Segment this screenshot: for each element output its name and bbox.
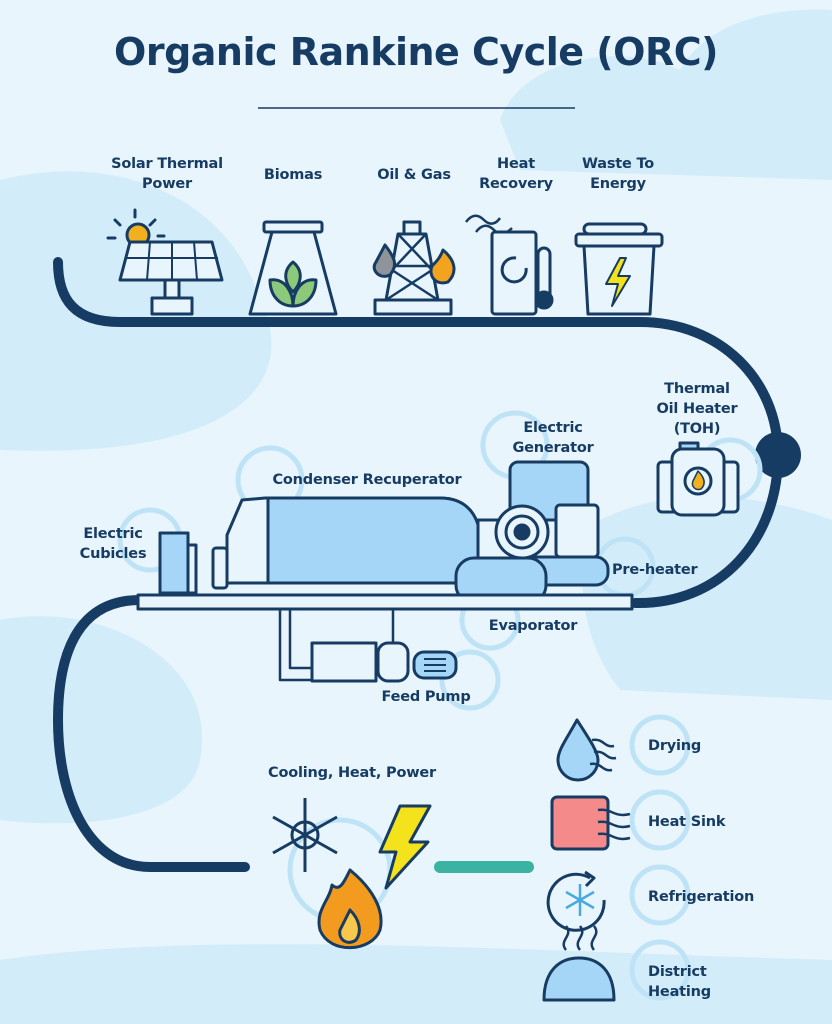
heat-recovery-icon [465, 214, 554, 316]
outputs-title: Cooling, Heat, Power [268, 765, 436, 781]
orc-machine [136, 460, 634, 683]
refrigeration-icon [546, 870, 606, 932]
label-pre-heater: Pre-heater [612, 562, 698, 578]
lightning-icon [378, 804, 432, 890]
snowflake-icon [272, 798, 338, 872]
label-feed-pump: Feed Pump [381, 689, 471, 705]
oil-rig-icon [372, 220, 456, 316]
district-heating-icon [542, 925, 616, 1002]
solar-panel-icon [106, 208, 224, 316]
cycle-pipe [53, 257, 784, 609]
label-condenser-recuperator: Condenser Recuperator [272, 472, 462, 488]
source-label-oil-gas: Oil & Gas [377, 167, 451, 183]
waste-bin-icon [574, 222, 664, 316]
heat-sink-icon [550, 795, 631, 851]
output-label-drying: Drying [648, 738, 702, 754]
page-title: Organic Rankine Cycle (ORC) [114, 30, 718, 74]
label-evaporator: Evaporator [488, 618, 578, 634]
source-label-biomas: Biomas [263, 167, 323, 183]
cycle-pipe-return [52, 595, 250, 872]
thermal-oil-heater-icon [656, 441, 740, 517]
cycle-node [755, 432, 801, 478]
flame-icon [317, 868, 383, 950]
output-label-refrigeration: Refrigeration [648, 889, 755, 905]
output-label-heat-sink: Heat Sink [648, 814, 726, 830]
biomass-flask-icon [248, 220, 338, 316]
drying-icon [556, 718, 617, 782]
